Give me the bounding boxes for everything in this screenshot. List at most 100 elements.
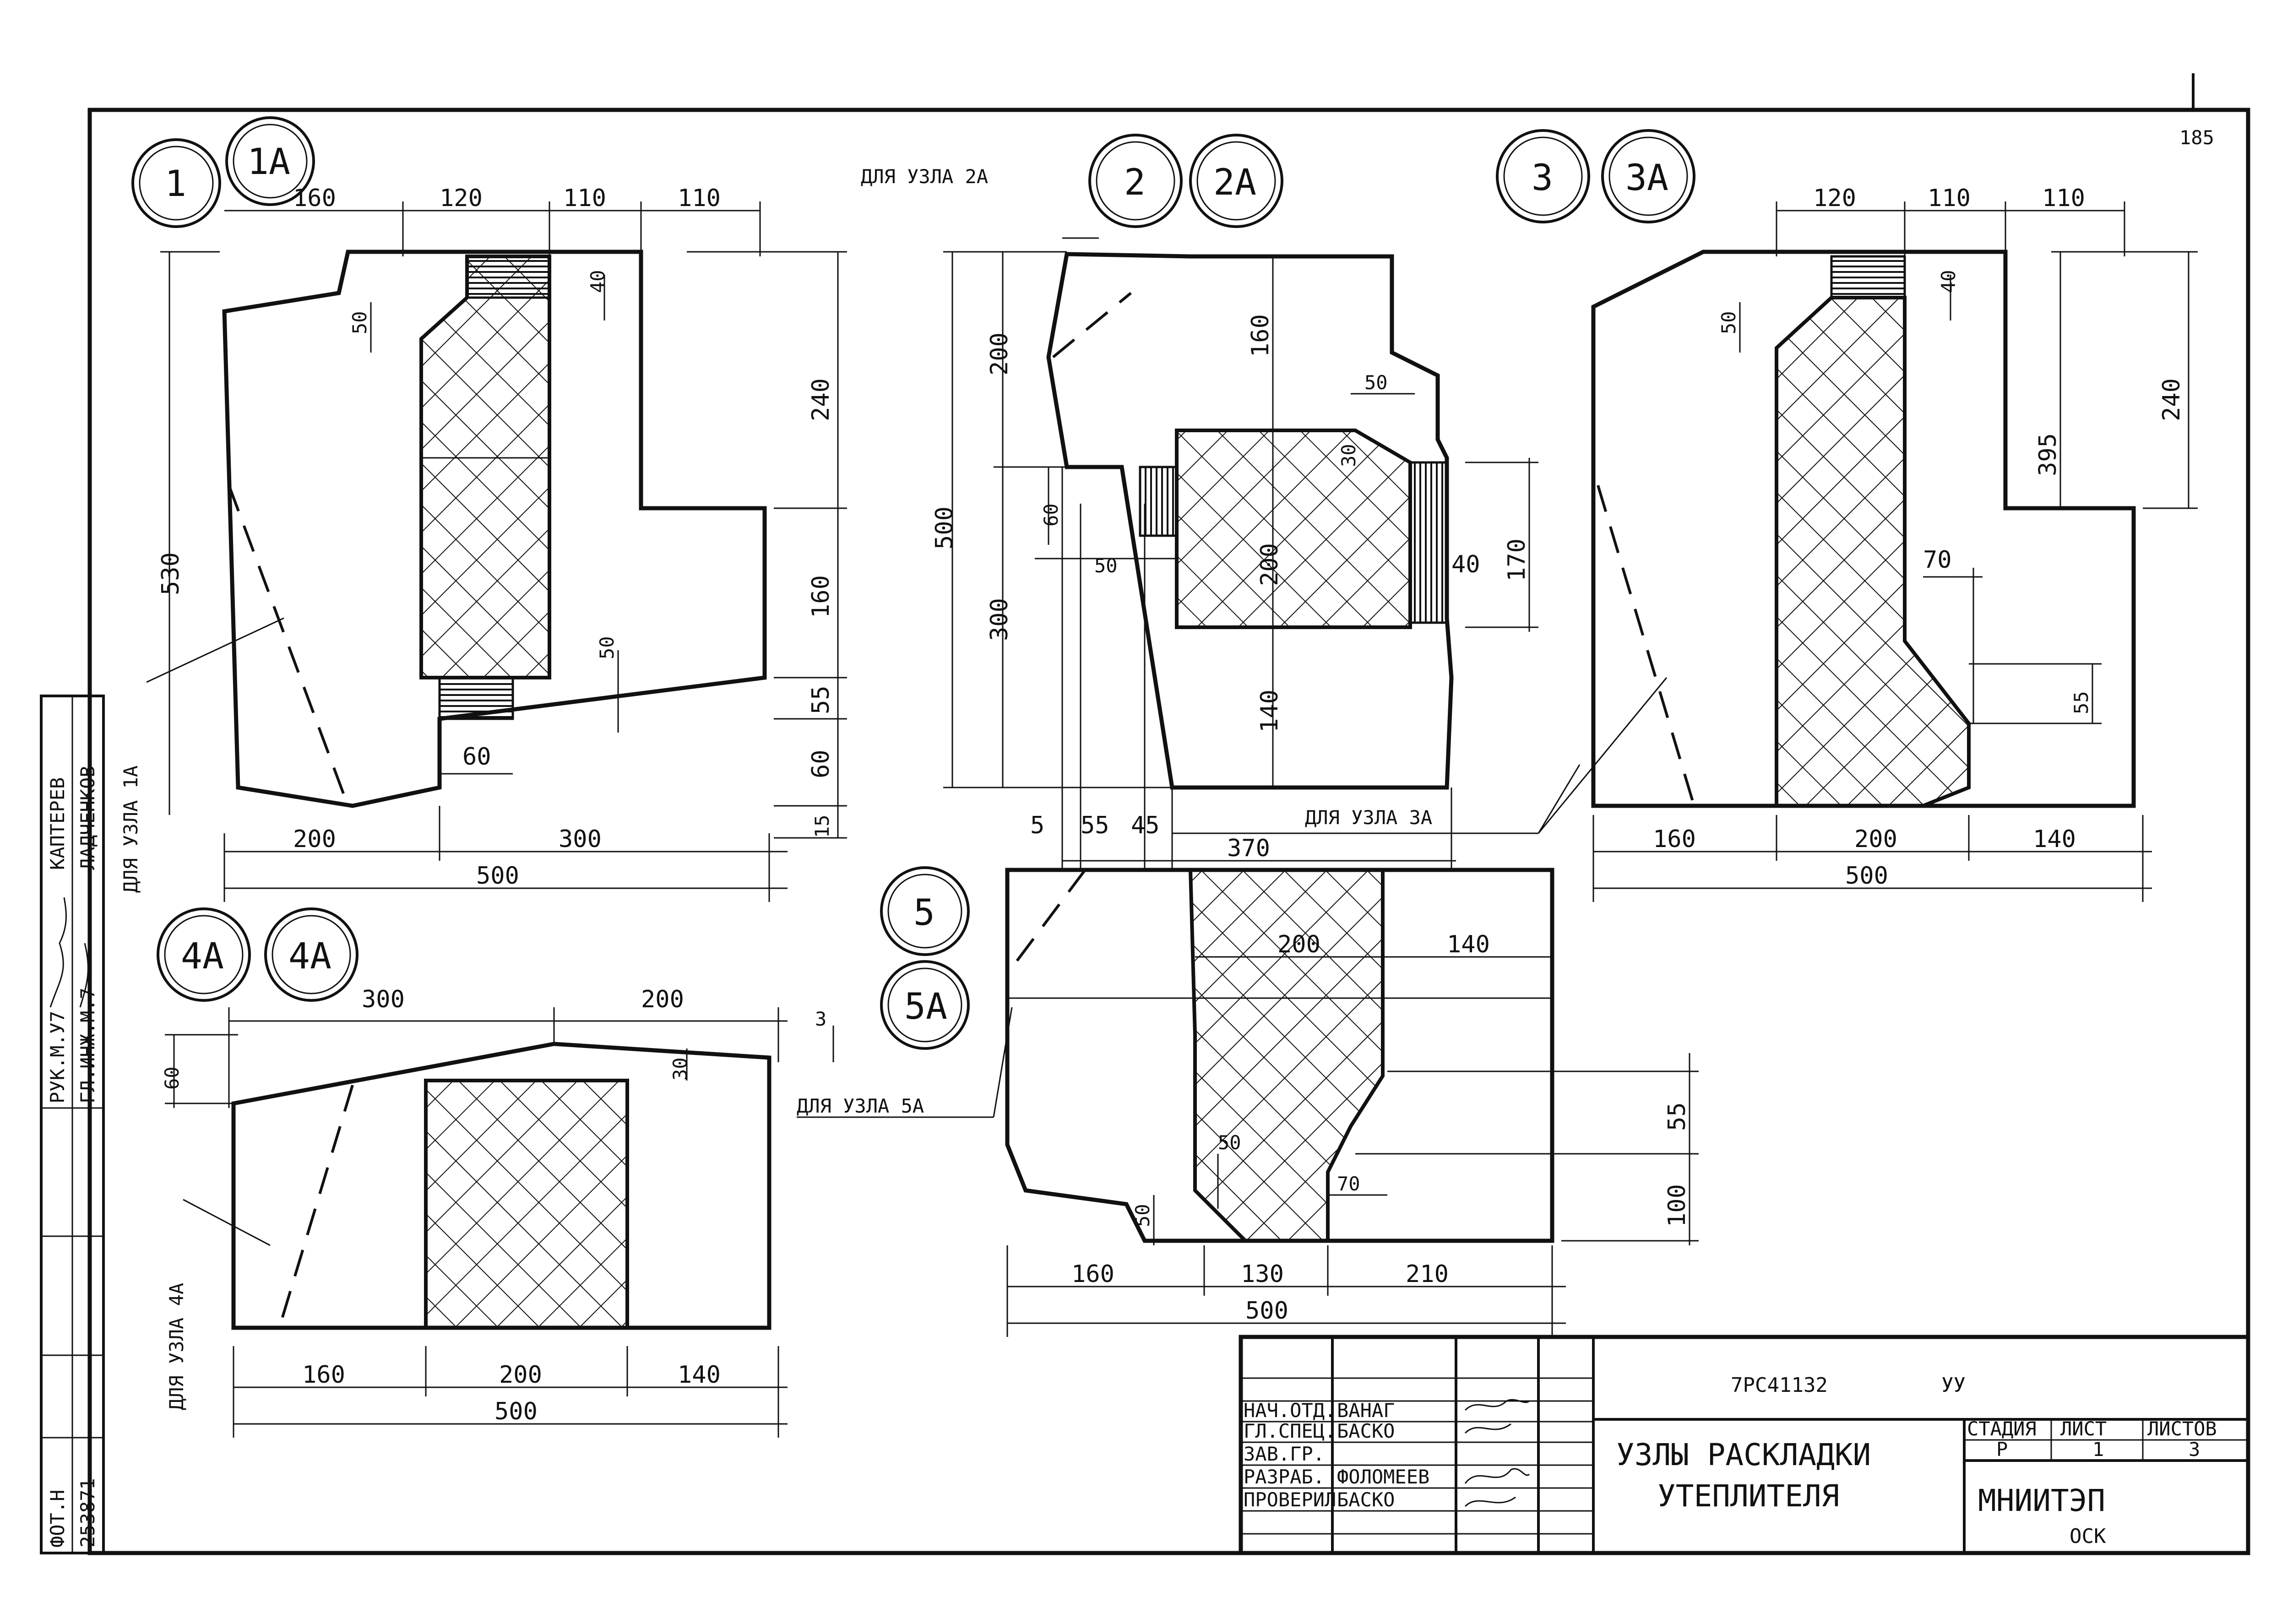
n5-dim-200: 200 (1277, 931, 1320, 958)
n1-dim-500: 500 (476, 862, 519, 890)
n4-dim-60: 60 (161, 1066, 183, 1090)
node-5a-label: 5А (904, 986, 947, 1027)
n2-dim-370: 370 (1227, 835, 1270, 862)
n4-dim-200: 200 (641, 986, 684, 1013)
n1-dim-40: 40 (587, 270, 609, 293)
tb-doc-suffix: УУ (1941, 1374, 1966, 1397)
n3-dim-200: 200 (1854, 826, 1897, 853)
stamp-role-2: ГЛ.ИНЖ.М.7 (76, 988, 99, 1103)
n5-dim-70: 70 (1337, 1173, 1360, 1195)
node-4a-label-1: 4А (181, 936, 224, 977)
n4-note: ДЛЯ УЗЛА 4А (165, 1283, 188, 1410)
node-2a-circle (1189, 134, 1283, 228)
tb-stage-header: СТАДИЯ (1967, 1418, 2037, 1440)
n4-dim-30: 30 (669, 1057, 691, 1081)
tb-doc-code: 7РС41132 (1731, 1374, 1828, 1397)
node-2a-label: 2А (1213, 162, 1256, 203)
n4-dim-3: 3 (815, 1008, 826, 1030)
node-2-circle (1088, 134, 1183, 228)
n1-dim-240: 240 (807, 378, 835, 421)
tb-org-sub: ОСК (2070, 1525, 2106, 1548)
node-5-insulation (1188, 868, 1385, 1243)
n3-dim-240: 240 (2158, 378, 2185, 421)
n2-dim-40: 40 (1451, 551, 1480, 578)
node-5-label: 5 (913, 892, 935, 934)
n3-dim-70: 70 (1923, 546, 1952, 574)
node-4-insulation (424, 1079, 629, 1330)
node-4a-label-2: 4А (288, 936, 331, 977)
node-5-circle (880, 866, 970, 956)
n3-dim-395: 395 (2034, 433, 2062, 476)
n5-dim-140: 140 (1447, 931, 1490, 958)
node-4-outline (231, 1042, 771, 1330)
stamp-name-1: КАПТЕРЕВ (46, 777, 69, 870)
node-4a-circle-1 (157, 907, 251, 1002)
title-block: 7РС41132 УУ НАЧ.ОТД. ВАНАГ ГЛ.СПЕЦ. БАСК… (1239, 1335, 2250, 1555)
n5-dim-210: 210 (1406, 1260, 1449, 1288)
node-3a-label: 3А (1625, 158, 1668, 199)
n4-dim-140: 140 (678, 1361, 721, 1389)
n1-dim-300: 300 (559, 826, 602, 853)
tb-row-name-2: БАСКО (1337, 1420, 1395, 1442)
signature-4 (1464, 1468, 1530, 1484)
node-5a-circle (880, 960, 970, 1050)
stamp-inv-label: ФОТ.Н (46, 1490, 69, 1548)
n1-note: ДЛЯ УЗЛА 1А (120, 766, 142, 893)
page-number: 185 (2179, 126, 2214, 149)
signature-5 (1464, 1496, 1516, 1507)
n2-dim-50a: 50 (1364, 371, 1388, 394)
n2-dim-140: 140 (1256, 690, 1283, 733)
signature-2 (1464, 1423, 1511, 1434)
node-1a-circle (225, 116, 315, 206)
tb-title-2: УТЕПЛИТЕЛЯ (1657, 1478, 1839, 1514)
node-1-insulation (419, 255, 551, 679)
n2-dim-50b: 50 (1094, 554, 1118, 577)
n2-dim-200b: 200 (1256, 543, 1283, 586)
n3-dim-110a: 110 (1928, 185, 1971, 212)
n1-dim-120: 120 (440, 185, 483, 212)
n2-note-3a: ДЛЯ УЗЛА 3А (1305, 806, 1432, 829)
node-1-circle (131, 138, 221, 228)
n2-dim-55: 55 (1081, 812, 1109, 839)
n5-dim-100: 100 (1663, 1184, 1691, 1227)
node-1: 1 1А 160 120 (120, 116, 847, 902)
n5-dim-130: 130 (1241, 1260, 1284, 1288)
tb-row-name-5: БАСКО (1337, 1488, 1395, 1511)
n1-dim-200: 200 (293, 826, 336, 853)
node-3a-circle (1601, 129, 1695, 223)
tb-org: МНИИТЭП (1978, 1483, 2105, 1518)
n5-note: ДЛЯ УЗЛА 5А (797, 1095, 924, 1117)
tb-sheet-header: ЛИСТ (2060, 1418, 2107, 1440)
tb-title-1: УЗЛЫ РАСКЛАДКИ (1616, 1437, 1871, 1472)
n4-dim-300: 300 (362, 986, 405, 1013)
n3-dim-55: 55 (2070, 691, 2092, 714)
n4-dim-500: 500 (494, 1398, 538, 1425)
n1-dim-60b: 60 (807, 750, 835, 778)
n2-dim-160: 160 (1247, 314, 1274, 357)
tb-row-role-5: ПРОВЕРИЛ (1244, 1488, 1336, 1511)
n2-dim-300: 300 (986, 598, 1013, 641)
tb-row-role-1: НАЧ.ОТД. (1244, 1399, 1336, 1422)
node-2-insulation (1175, 429, 1412, 629)
node-2-label: 2 (1124, 162, 1146, 203)
node-5: 5 5А 200 140 55 50 70 100 (797, 866, 1699, 1337)
tb-stage: Р (1996, 1438, 2008, 1461)
node-1-outline (222, 250, 767, 808)
sheet-frame (87, 108, 2250, 1555)
stamp-name-2: ЛАДЧЕНКОВ (76, 766, 99, 870)
stamp-role-1: РУК.М.У7 (46, 1011, 69, 1103)
tb-row-name-4: ФОЛОМЕЕВ (1337, 1466, 1429, 1488)
node-4: 4А 4А 300 200 3 60 30 160 200 140 500 (157, 907, 834, 1438)
n2-dim-30: 30 (1337, 444, 1360, 467)
node-3-label: 3 (1532, 158, 1553, 199)
tb-sheets-header: ЛИСТОВ (2147, 1418, 2217, 1440)
n2-note-2a: ДЛЯ УЗЛА 2А (861, 165, 988, 188)
n3-dim-40: 40 (1937, 270, 1960, 293)
tb-row-role-2: ГЛ.СПЕЦ. (1244, 1420, 1336, 1442)
node-3: 3 3А 120 110 110 (1496, 129, 2198, 902)
n1-dim-50b: 50 (596, 636, 618, 659)
signature-1 (1464, 1399, 1530, 1411)
n5-dim-50b: 50 (1131, 1204, 1154, 1227)
node-1-label: 1 (165, 163, 186, 205)
n2-dim-170: 170 (1503, 538, 1531, 581)
